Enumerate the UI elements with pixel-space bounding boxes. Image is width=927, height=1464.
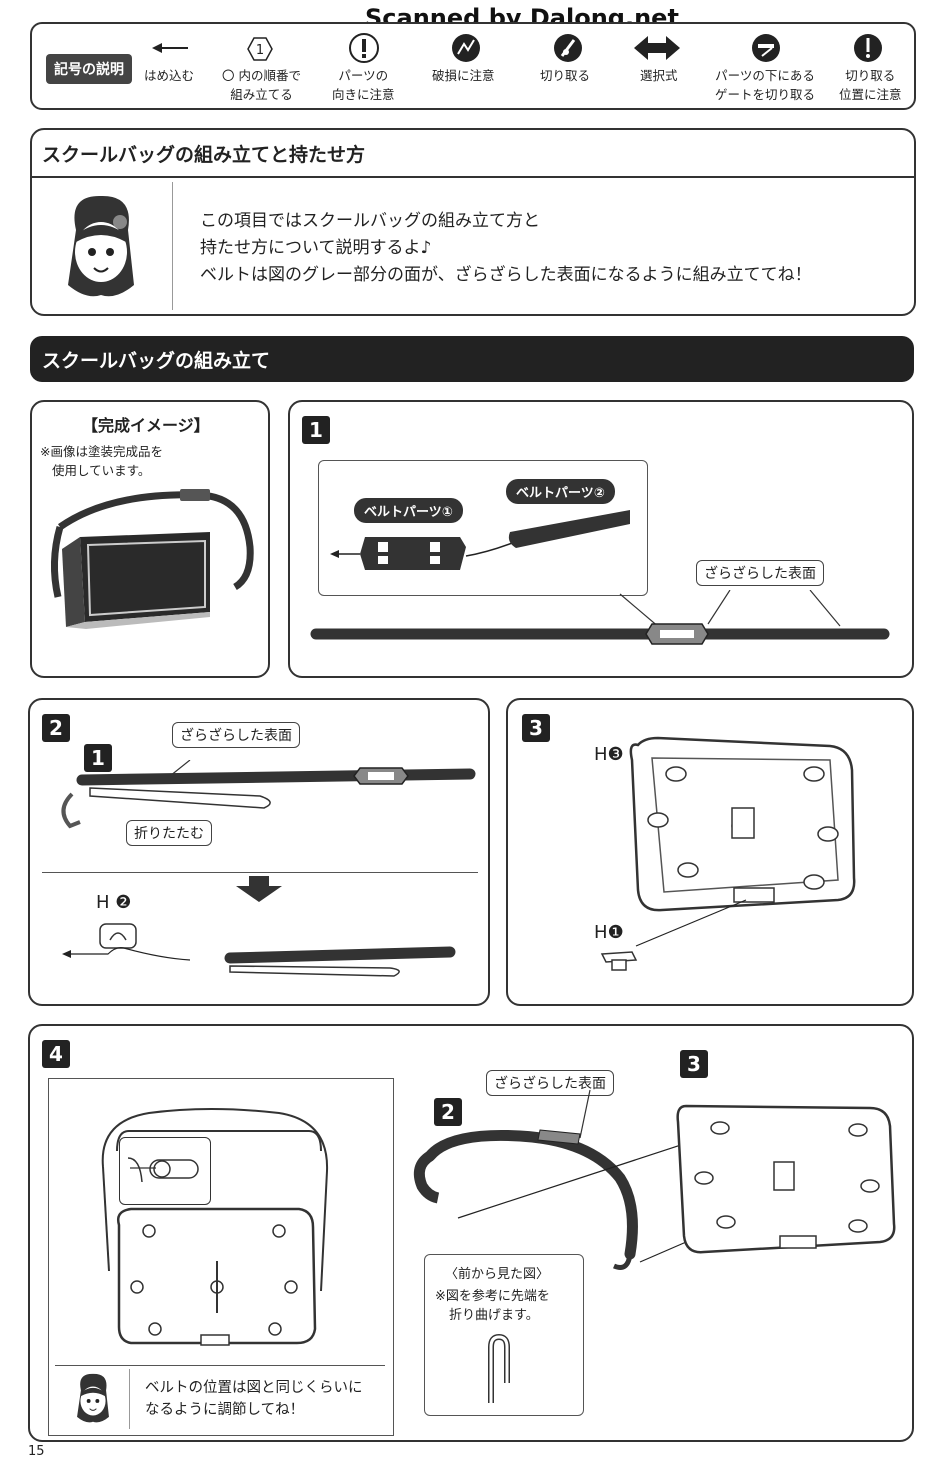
arrow-left-icon	[152, 43, 188, 53]
step3-h3-label: H❸	[594, 744, 624, 765]
step3-part-h1	[600, 899, 747, 971]
cut-position-icon	[854, 34, 882, 62]
legend-label-breakage: 破損に注意	[432, 68, 495, 83]
legend-label-order: 〇 内の順番で組み立てる	[222, 68, 301, 102]
step2-sub-number: 1	[84, 744, 112, 772]
step4-tip-divider	[55, 1365, 385, 1366]
step3-number: 3	[522, 714, 550, 742]
front-view-title: 〈前から見た図〉	[445, 1267, 550, 1282]
step4-bag-with-strap	[101, 1108, 329, 1346]
step2-down-arrow	[236, 876, 282, 902]
step1-part2-label: ベルトパーツ②	[506, 479, 615, 504]
step3-bag-frame	[629, 736, 856, 912]
step2-rough-label: ざらざらした表面	[172, 722, 300, 748]
legend-label-choice: 選択式	[640, 68, 678, 83]
gate-under-part-icon	[752, 34, 780, 62]
step4-ref2: 2	[434, 1098, 462, 1126]
intro-vdivider	[172, 182, 173, 310]
step1-box: 1 ベルトパーツ① ベルトパーツ② ざらざらした表面	[288, 400, 914, 678]
front-view-bent-tip	[488, 1333, 510, 1403]
step4-front-view-box: 〈前から見た図〉 ※図を参考に先端を折り曲げます。	[424, 1254, 584, 1416]
step2-belt-top	[61, 760, 476, 829]
step2-number: 2	[42, 714, 70, 742]
legend-label-cut-position: 切り取る位置に注意	[839, 68, 902, 102]
legend-label-gate: パーツの下にあるゲートを切り取る	[715, 68, 816, 102]
step1-inset	[318, 460, 648, 596]
step2-fold-label: 折りたたむ	[126, 820, 212, 846]
circled-number-icon: 1	[247, 37, 273, 61]
svg-text:1: 1	[256, 43, 264, 58]
step4-ref3: 3	[680, 1050, 708, 1078]
step4-left-inset: ベルトの位置は図と同じくらいになるように調節してね！	[48, 1078, 394, 1436]
legend-label-cut: 切り取る	[540, 68, 591, 83]
school-bag-image	[50, 489, 254, 629]
step3-box: 3 H❸ H❶	[506, 698, 914, 1006]
page-number: 15	[28, 1444, 45, 1459]
step2-box: 2 ざらざらした表面 1 折りたたむ H ❷	[28, 698, 490, 1006]
intro-text: この項目ではスクールバッグの組み立て方と 持たせ方について説明するよ♪ ベルトは…	[200, 211, 812, 285]
step1-number: 1	[302, 416, 330, 444]
intro-divider	[32, 176, 914, 178]
step4-number: 4	[42, 1040, 70, 1068]
complete-title: 【完成イメージ】	[82, 416, 210, 435]
tip-mascot-avatar	[77, 1373, 109, 1423]
step2-belt-bottom	[62, 923, 456, 977]
step4-strap-assembly	[413, 1089, 896, 1270]
step4-zoom-callout	[119, 1137, 211, 1205]
double-arrow-icon	[634, 36, 680, 60]
step4-box: 4	[28, 1024, 914, 1442]
section-heading: スクールバッグの組み立て	[42, 350, 271, 372]
front-view-note: ※図を参考に先端を折り曲げます。	[435, 1289, 550, 1323]
nipper-icon	[554, 34, 582, 62]
step2-divider	[42, 872, 478, 873]
legend-label-insert: はめ込む	[144, 68, 195, 83]
step4-tip-vdivider	[129, 1369, 130, 1429]
section-heading-bar: スクールバッグの組み立て	[30, 336, 914, 382]
step1-assembled-belt	[310, 590, 890, 645]
zoom-detail-image	[127, 1157, 199, 1183]
legend-label-direction: パーツの向きに注意	[332, 68, 395, 102]
intro-heading: スクールバッグの組み立てと持たせ方	[42, 144, 366, 166]
complete-note: ※画像は塗装完成品を使用しています。	[40, 444, 163, 478]
step1-rough-label: ざらざらした表面	[696, 560, 824, 586]
step1-belt-parts	[330, 510, 630, 570]
step2-h-label: H ❷	[96, 892, 132, 913]
step4-rough-label: ざらざらした表面	[486, 1070, 614, 1096]
legend-bar: 記号の説明 1 はめ込む 〇 内の順番で組み立てる パーツの向きに注意 破損に注…	[30, 22, 916, 110]
breakage-icon	[452, 34, 480, 62]
step1-part1-label: ベルトパーツ①	[354, 498, 463, 523]
step3-h1-label: H❶	[594, 922, 624, 943]
mascot-avatar	[68, 195, 134, 297]
step4-tip-text: ベルトの位置は図と同じくらいになるように調節してね！	[145, 1380, 363, 1418]
legend-title: 記号の説明	[46, 54, 132, 84]
exclamation-icon	[349, 33, 379, 63]
intro-box: スクールバッグの組み立てと持たせ方 この項目ではスクールバッグの組み立て方と 持…	[30, 128, 916, 316]
complete-image-box: 【完成イメージ】 ※画像は塗装完成品を使用しています。	[30, 400, 270, 678]
